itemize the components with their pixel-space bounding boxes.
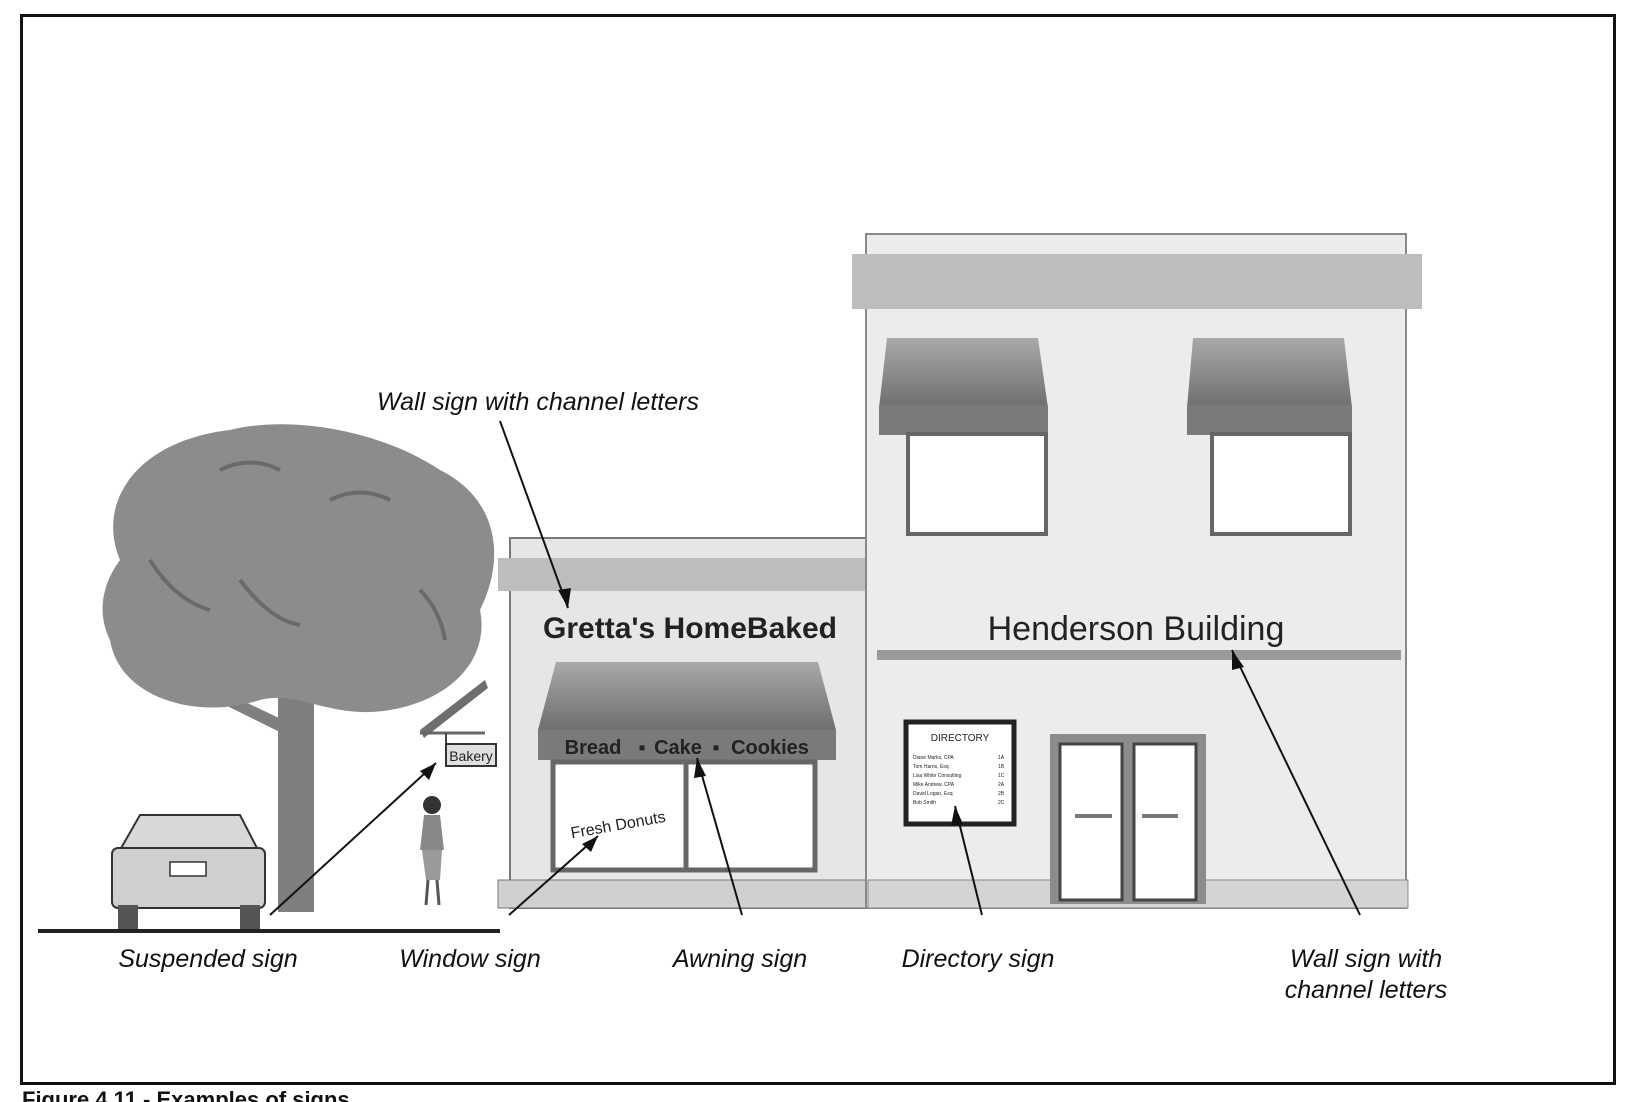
awning-sign-cookies: Cookies bbox=[731, 737, 809, 759]
callout-wall-sign-right-line1: Wall sign with bbox=[1290, 945, 1442, 973]
directory-entry-name: Mike Andrew, CPA bbox=[913, 782, 955, 788]
leader-window bbox=[508, 835, 599, 916]
suspended-sign-bracket bbox=[420, 680, 497, 767]
awning-sign-bread: Bread bbox=[565, 737, 622, 759]
directory-sign: DIRECTORY Diane Marks, CPA 1A Tom Harris… bbox=[913, 733, 1005, 806]
directory-entry-name: David Logan, Esq. bbox=[913, 791, 954, 797]
directory-title: DIRECTORY bbox=[931, 733, 990, 744]
arrowhead bbox=[582, 836, 598, 852]
henderson-building bbox=[852, 233, 1422, 909]
car-illustration bbox=[111, 814, 266, 929]
pedestrian-illustration bbox=[420, 796, 444, 906]
arrowhead bbox=[951, 806, 963, 826]
directory-entry-suite: 1A bbox=[998, 755, 1005, 761]
callout-awning: Awning sign bbox=[671, 945, 807, 973]
bakery-building bbox=[497, 537, 871, 909]
leader-wall-sign-right bbox=[1231, 649, 1361, 916]
henderson-wall-sign: Henderson Building bbox=[988, 610, 1285, 648]
arrowhead bbox=[558, 588, 571, 608]
directory-entry-name: Diane Marks, CPA bbox=[913, 755, 954, 761]
leader-wall-sign-top bbox=[499, 420, 569, 609]
awning-sign-cake: Cake bbox=[654, 737, 702, 759]
awning-sign-separator-1: ▪ bbox=[638, 737, 645, 759]
directory-entry-suite: 1C bbox=[998, 773, 1005, 779]
arrowhead bbox=[1232, 650, 1244, 670]
tree-illustration bbox=[102, 424, 495, 912]
arrowhead bbox=[420, 763, 436, 780]
leader-awning bbox=[696, 757, 743, 916]
directory-entry-suite: 2A bbox=[998, 782, 1005, 788]
callout-wall-sign-right-line2: channel letters bbox=[1285, 976, 1448, 1004]
directory-entry-name: Tom Harris, Esq. bbox=[913, 764, 950, 770]
awning-sign-separator-2: ▪ bbox=[712, 737, 719, 759]
arrowhead bbox=[694, 758, 706, 778]
figure-caption: Figure 4.11 - Examples of signs bbox=[22, 1088, 350, 1102]
directory-entry-suite: 1B bbox=[998, 764, 1005, 770]
directory-entry-suite: 2B bbox=[998, 791, 1005, 797]
directory-entry-name: Bob Smith bbox=[913, 800, 936, 806]
callout-window: Window sign bbox=[399, 945, 541, 973]
leader-suspended bbox=[269, 762, 437, 916]
callout-wall-sign-top: Wall sign with channel letters bbox=[377, 388, 699, 416]
bakery-wall-sign: Gretta's HomeBaked bbox=[543, 612, 837, 645]
callout-directory: Directory sign bbox=[902, 945, 1055, 973]
suspended-sign: Bakery bbox=[449, 748, 493, 764]
directory-entry-suite: 2C bbox=[998, 800, 1005, 806]
directory-entry-name: Lisa White Consulting bbox=[913, 773, 962, 779]
callout-suspended: Suspended sign bbox=[118, 945, 297, 973]
